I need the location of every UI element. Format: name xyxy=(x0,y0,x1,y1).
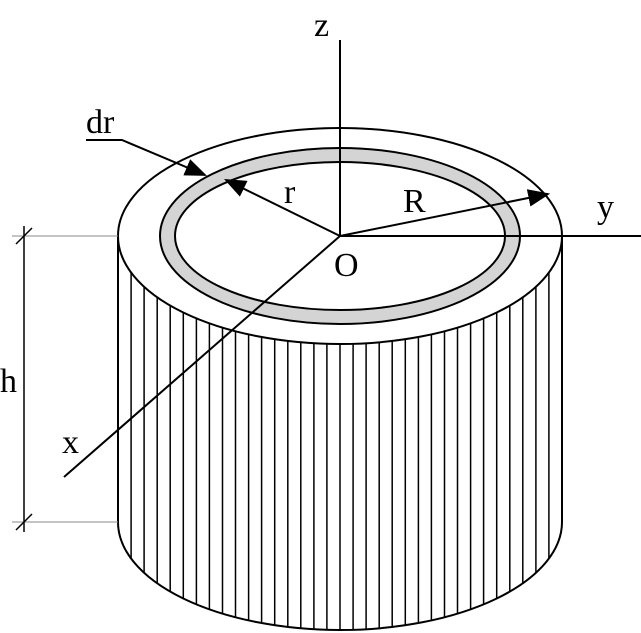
label-h: h xyxy=(0,363,17,400)
label-origin: O xyxy=(334,247,359,284)
x-axis xyxy=(63,235,341,478)
dr-leader-line xyxy=(86,139,208,176)
label-R: R xyxy=(403,183,426,220)
label-x: x xyxy=(62,424,79,461)
label-r: r xyxy=(284,174,296,211)
radius-R-arrow xyxy=(339,189,551,237)
height-dimension xyxy=(12,226,118,532)
side-hatching xyxy=(130,272,550,630)
label-z: z xyxy=(314,7,329,44)
label-y: y xyxy=(597,189,614,226)
radius-r-arrow xyxy=(224,179,341,237)
label-dr: dr xyxy=(86,104,115,141)
